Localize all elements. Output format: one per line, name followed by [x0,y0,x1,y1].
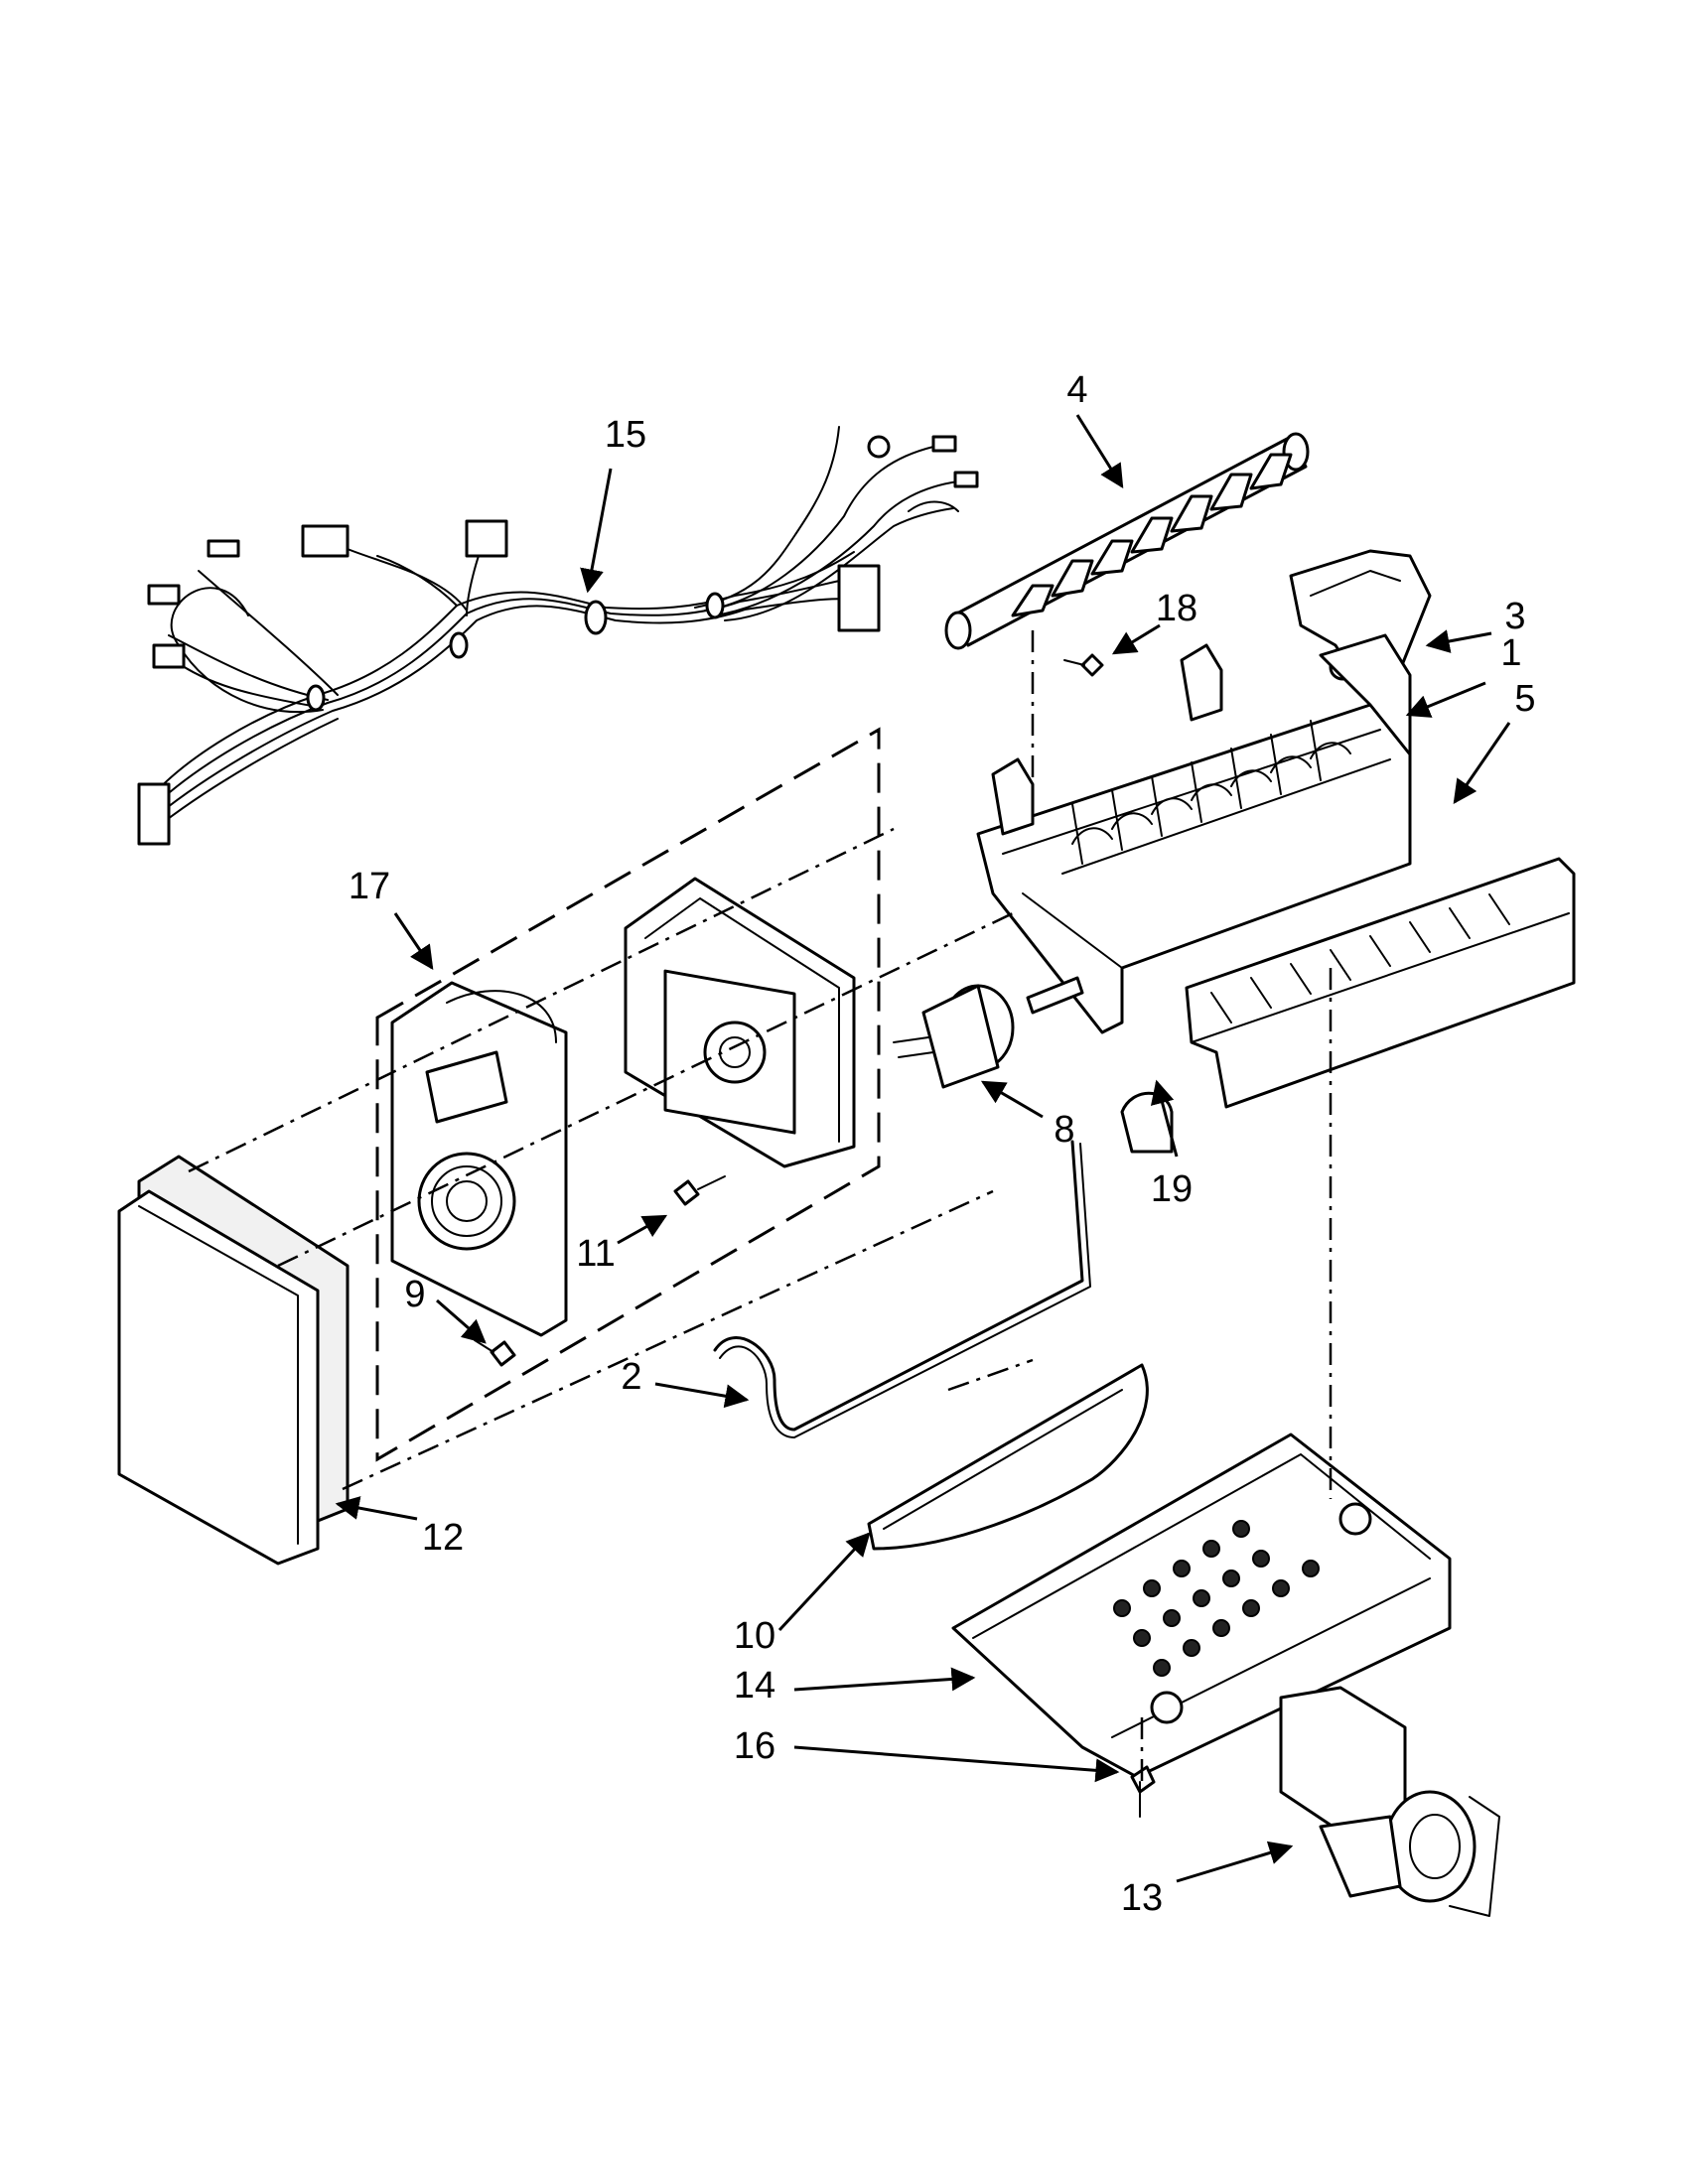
callout-5: 5 [1514,678,1535,720]
module-outline [375,727,881,1462]
water-valve [1279,1686,1500,1917]
callout-10: 10 [734,1615,775,1657]
callout-14: 14 [734,1665,775,1706]
motor-plate [390,981,568,1337]
mold-body [976,633,1412,1034]
callout-4: 4 [1066,369,1087,411]
callout-12: 12 [422,1517,464,1559]
callout-16: 16 [734,1725,775,1767]
shelf [867,1363,1149,1551]
stripper [1185,857,1576,1109]
callout-1: 1 [1500,632,1521,674]
callout-13: 13 [1121,1877,1163,1919]
clip [1120,1091,1174,1154]
callout-9: 9 [404,1274,425,1315]
shutoff-arm [713,1140,1091,1438]
callout-11: 11 [576,1233,615,1275]
screws [474,653,1156,1818]
callout-2: 2 [621,1356,641,1398]
motor-housing [624,877,856,1168]
callout-19: 19 [1151,1168,1193,1210]
callout-17: 17 [349,866,390,907]
callout-8: 8 [1054,1109,1074,1151]
ejector-shaft [944,432,1310,650]
callout-3: 3 [1504,596,1525,637]
alignment-lines [188,630,1333,1787]
thermostat [893,976,1084,1089]
wire-harness [137,426,979,846]
callout-15: 15 [605,414,646,456]
base-tray [951,1433,1452,1779]
leader-lines [335,414,1511,1883]
callout-18: 18 [1156,588,1197,629]
cover [117,1155,350,1566]
callout-labels: 4 15 18 3 1 5 17 8 19 11 9 2 12 10 14 16… [349,369,1536,1919]
